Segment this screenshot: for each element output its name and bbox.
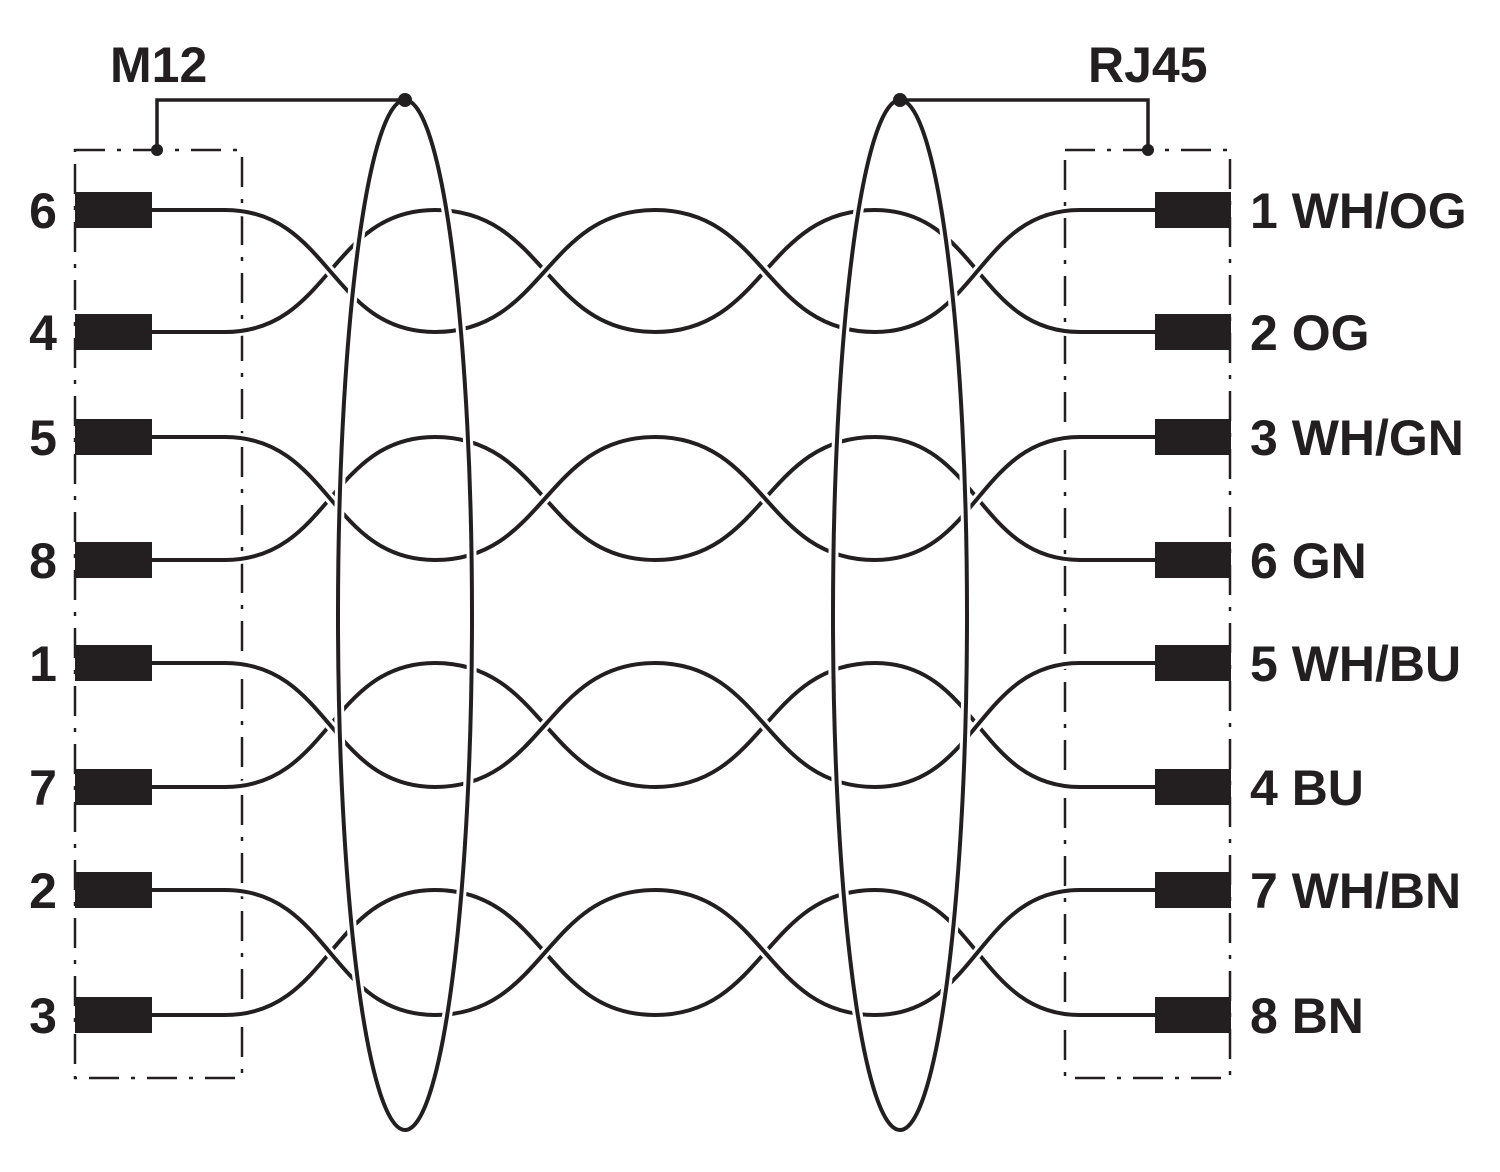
rj45-connector-title: RJ45 bbox=[1088, 37, 1208, 93]
wire-stroke bbox=[150, 660, 1157, 790]
rj45-pin bbox=[1155, 769, 1231, 805]
wire-stroke bbox=[831, 98, 969, 1132]
twisted-pair-wire bbox=[147, 884, 1160, 1021]
m12-pin-label: 2 bbox=[29, 863, 57, 919]
shield-drain-left bbox=[155, 98, 405, 150]
rj45-pin-label: 1 WH/OG bbox=[1250, 183, 1467, 239]
shield-connection-dot bbox=[151, 144, 163, 156]
m12-pin bbox=[75, 419, 152, 455]
m12-housing-outline bbox=[73, 148, 244, 1080]
wire-stroke bbox=[150, 660, 1157, 790]
wire-halo bbox=[147, 884, 1160, 1021]
rj45-pin-label: 6 GN bbox=[1250, 533, 1367, 589]
m12-pin bbox=[75, 872, 152, 908]
wire-stroke bbox=[150, 207, 1157, 335]
wire-halo bbox=[147, 657, 1160, 793]
m12-pin bbox=[75, 192, 152, 228]
wire-stroke bbox=[336, 98, 474, 1132]
m12-pin-label: 3 bbox=[29, 988, 57, 1044]
twisted-pairs bbox=[147, 204, 1160, 1021]
wire-stroke bbox=[150, 207, 1157, 335]
m12-pin-label: 8 bbox=[29, 533, 57, 589]
twisted-pair-wire bbox=[147, 431, 1160, 566]
rj45-pin bbox=[1155, 872, 1231, 908]
wire-halo bbox=[147, 431, 1160, 566]
m12-pin-label: 1 bbox=[29, 636, 57, 692]
rj45-pin bbox=[1155, 997, 1231, 1033]
wire-halo bbox=[147, 204, 1160, 338]
twisted-pair-wire bbox=[147, 657, 1160, 793]
m12-pin bbox=[75, 542, 152, 578]
rj45-housing-outline bbox=[1063, 148, 1232, 1080]
rj45-pin bbox=[1155, 192, 1231, 228]
m12-connector-title: M12 bbox=[110, 37, 207, 93]
rj45-pin-label: 2 OG bbox=[1250, 305, 1369, 361]
shield-rings bbox=[333, 95, 972, 1135]
wire-stroke bbox=[150, 434, 1157, 563]
wire-halo bbox=[147, 657, 1160, 793]
shield-drain-right bbox=[900, 98, 1150, 150]
shield-ring-right bbox=[828, 95, 972, 1135]
twisted-pair-wire bbox=[147, 884, 1160, 1021]
m12-pin-label: 6 bbox=[29, 183, 57, 239]
rj45-pin-label: 7 WH/BN bbox=[1250, 863, 1461, 919]
rj45-pin bbox=[1155, 314, 1231, 350]
twisted-pair-wire bbox=[147, 204, 1160, 338]
m12-pin-label: 7 bbox=[29, 760, 57, 816]
wire-halo bbox=[147, 431, 1160, 566]
m12-pin bbox=[75, 645, 152, 681]
rj45-pin-label: 8 BN bbox=[1250, 988, 1364, 1044]
shield-connection-dot bbox=[893, 93, 907, 107]
wire-stroke bbox=[150, 434, 1157, 563]
m12-pin-label: 4 bbox=[29, 305, 57, 361]
rj45-pin-label: 3 WH/GN bbox=[1250, 410, 1464, 466]
m12-pin bbox=[75, 769, 152, 805]
twisted-pair-wire bbox=[147, 204, 1160, 338]
wire-stroke bbox=[150, 887, 1157, 1018]
rj45-pin-label: 4 BU bbox=[1250, 760, 1364, 816]
rj45-pin bbox=[1155, 645, 1231, 681]
rj45-pin-label: 5 WH/BU bbox=[1250, 636, 1461, 692]
rj45-pin bbox=[1155, 419, 1231, 455]
twisted-pair-wire bbox=[147, 657, 1160, 793]
m12-pin bbox=[75, 997, 152, 1033]
wire-halo bbox=[147, 204, 1160, 338]
rj45-pin bbox=[1155, 542, 1231, 578]
shield-connection-dot bbox=[398, 93, 412, 107]
twisted-pair-wire bbox=[147, 431, 1160, 566]
shield-ring-left bbox=[333, 95, 477, 1135]
m12-pin bbox=[75, 314, 152, 350]
shield-connection-dot bbox=[1142, 144, 1154, 156]
m12-pin-label: 5 bbox=[29, 410, 57, 466]
wire-stroke bbox=[150, 887, 1157, 1018]
wire-halo bbox=[147, 884, 1160, 1021]
